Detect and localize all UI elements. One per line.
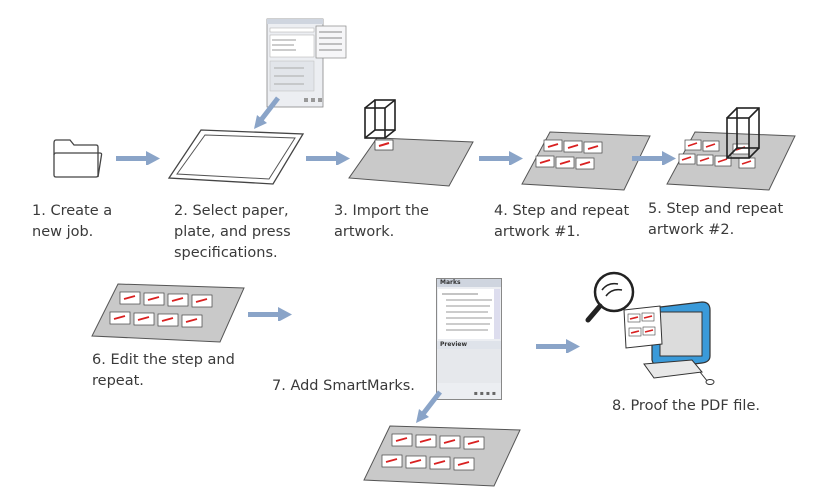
sheet-step-repeat-1 — [521, 131, 651, 191]
flow-arrow-2-3 — [306, 151, 350, 165]
sheet-step-repeat-2 — [666, 107, 796, 191]
flow-arrow-7-8 — [536, 339, 580, 353]
sheet-with-smartmarks — [363, 425, 521, 487]
marks-palette: Marks Preview ▪▪▪▪ — [436, 278, 502, 400]
step-2-label: 2. Select paper, plate, and press specif… — [174, 203, 291, 261]
step-1-label: 1. Create a new job. — [32, 203, 113, 240]
step-6-label: 6. Edit the step and repeat. — [92, 352, 235, 389]
folder-icon — [53, 139, 103, 178]
step-8-label: 8. Proof the PDF file. — [612, 398, 760, 414]
step-4-label: 4. Step and repeat artwork #1. — [494, 203, 630, 240]
step-5-label: 5. Step and repeat artwork #2. — [648, 201, 784, 238]
marks-tree-list — [438, 289, 500, 339]
flow-arrow-6-7 — [248, 307, 292, 321]
sheet-with-imported-artwork — [348, 99, 474, 187]
marks-palette-toolbar: ▪▪▪▪ — [473, 390, 498, 397]
magnifier-icon — [593, 271, 635, 313]
flow-arrow-1-2 — [116, 151, 160, 165]
sheet-edited-step-repeat — [91, 283, 245, 343]
flow-arrow-3-4 — [479, 151, 523, 165]
proof-computer-with-magnifier — [585, 271, 715, 385]
marks-preview-area — [437, 349, 501, 383]
press-settings-dialog — [266, 18, 347, 108]
dialog-to-plate-arrow — [254, 96, 280, 129]
palette-to-sheet-arrow — [416, 390, 442, 423]
step-3-label: 3. Import the artwork. — [334, 203, 429, 240]
flow-arrow-4-5 — [632, 151, 676, 165]
marks-preview-label: Preview — [437, 341, 501, 349]
blank-plate — [167, 129, 305, 185]
marks-palette-title: Marks — [437, 279, 501, 287]
step-7-label: 7. Add SmartMarks. — [272, 378, 415, 394]
